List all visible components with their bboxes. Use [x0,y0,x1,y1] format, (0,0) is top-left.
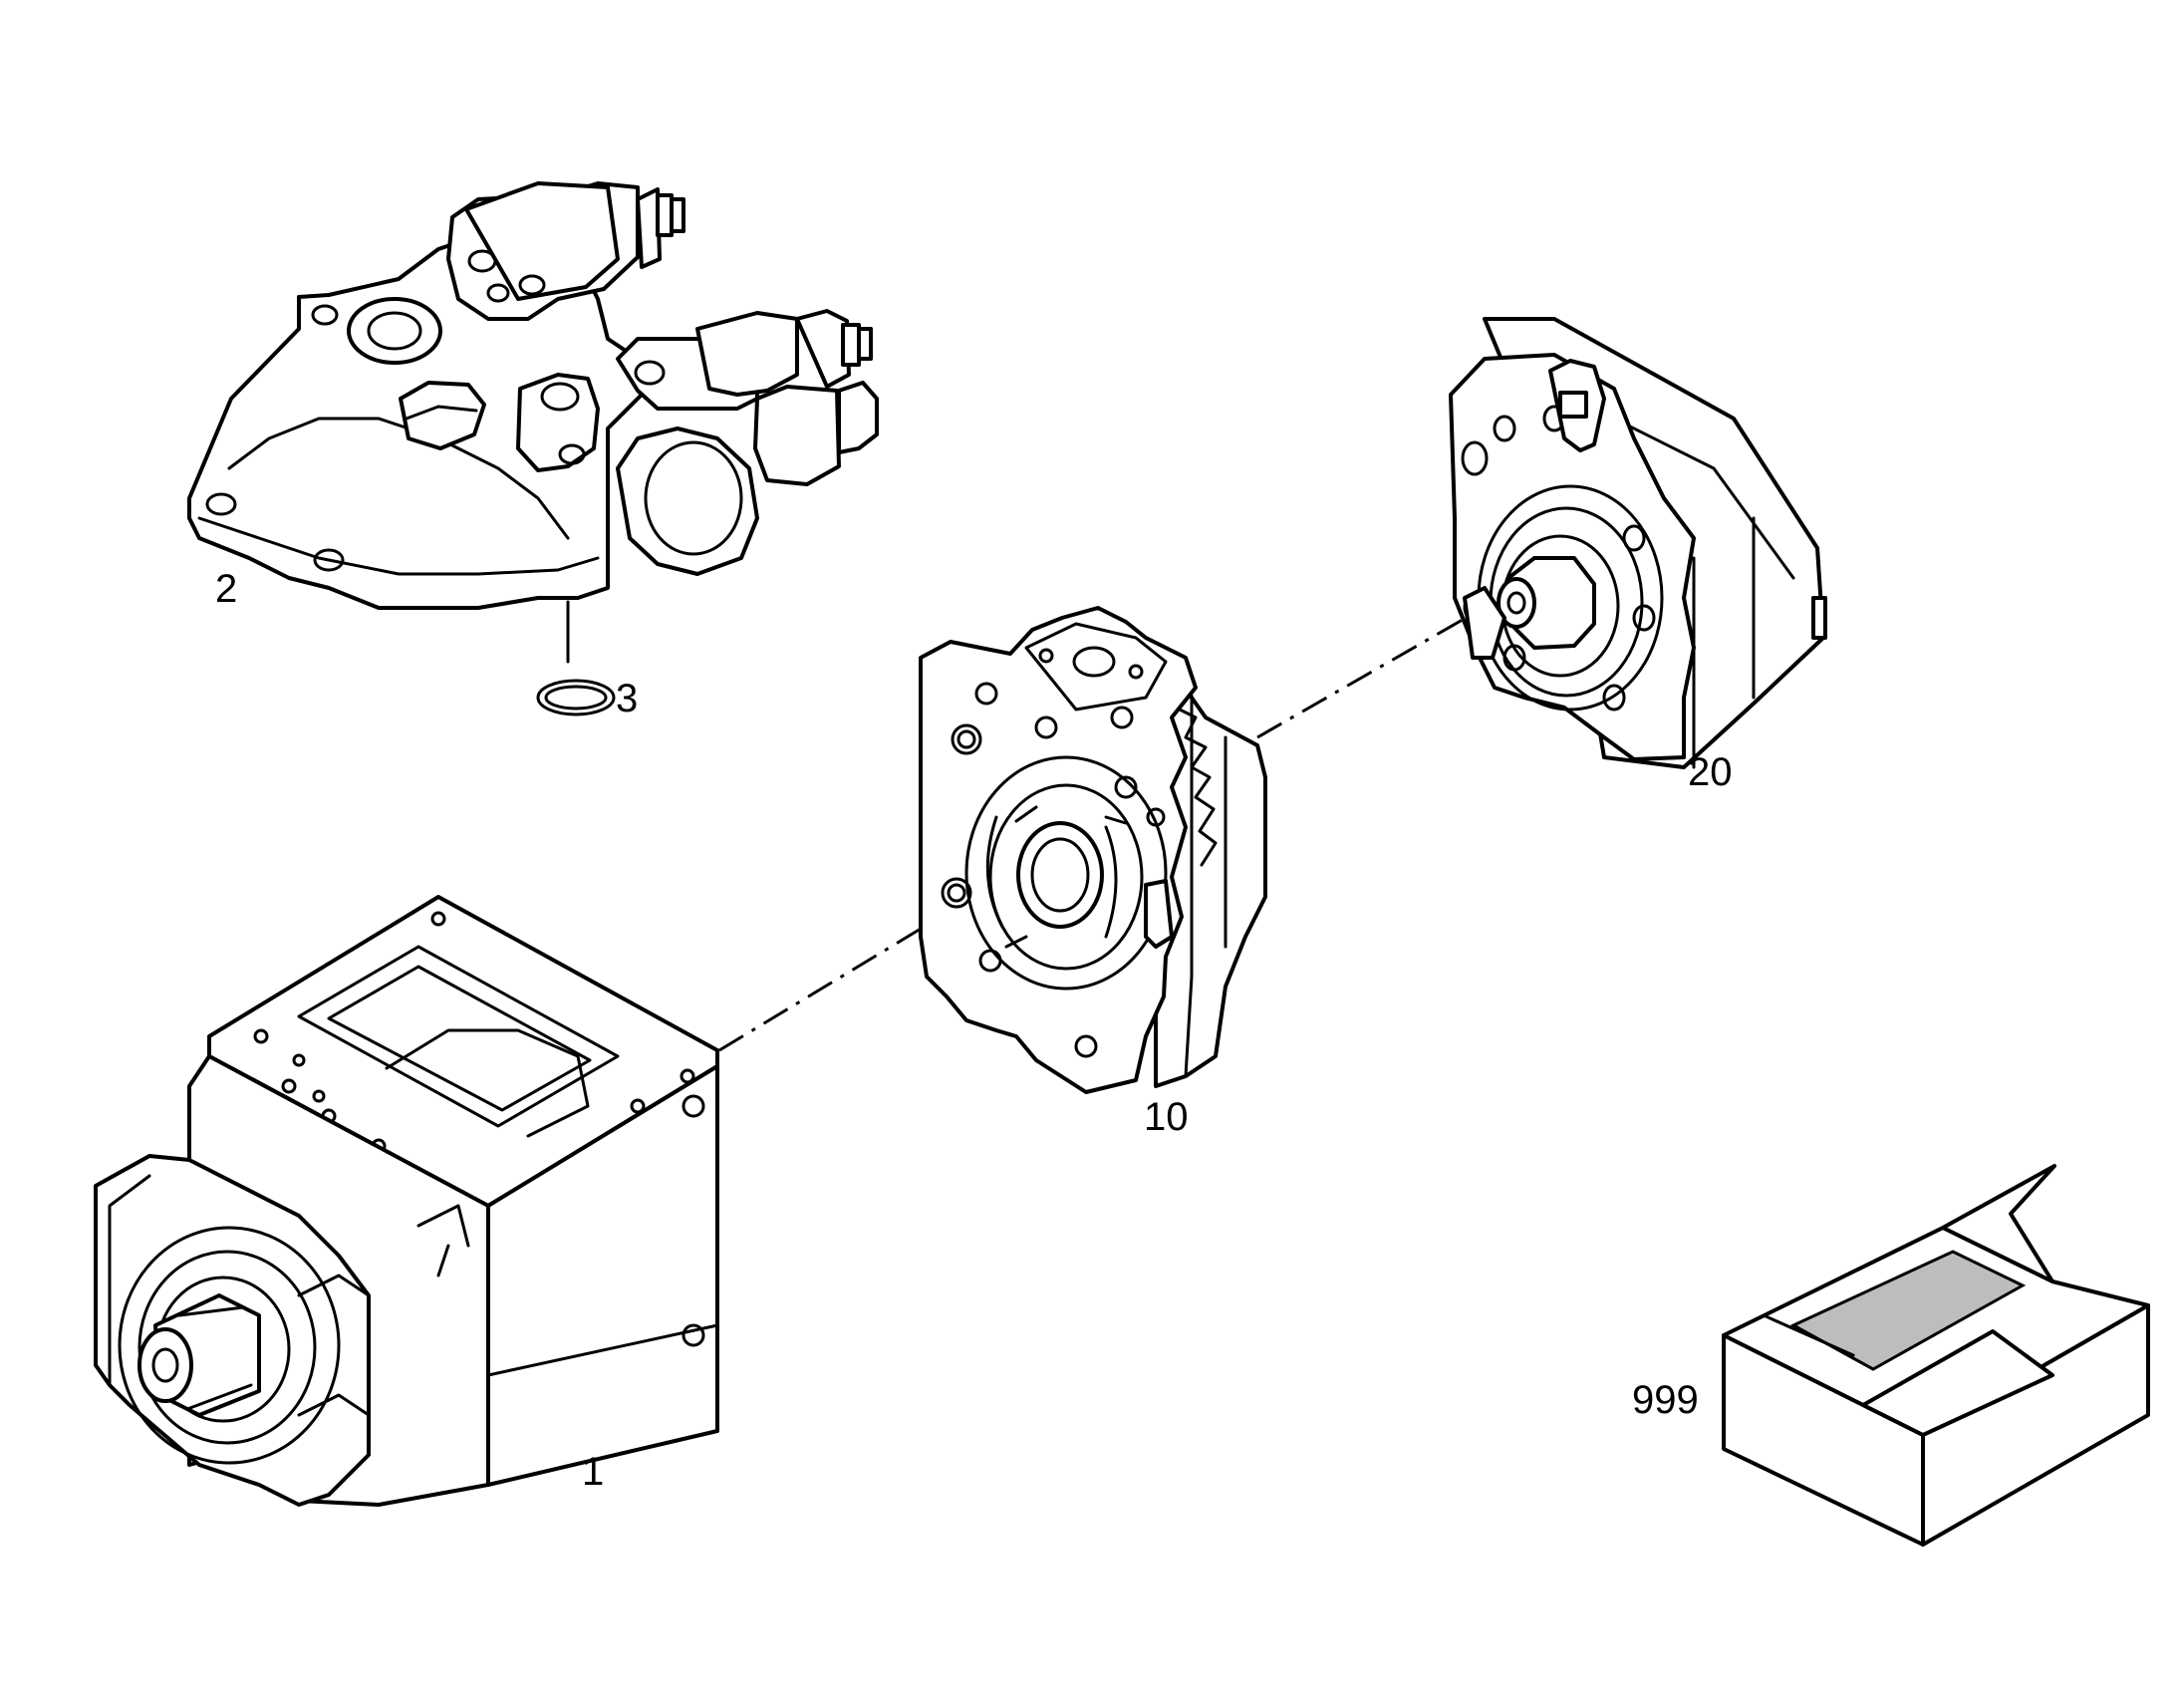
part-10-port-plate[interactable] [919,606,1267,1094]
callout-part-20: 20 [1688,750,1733,794]
callout-part-1: 1 [582,1450,604,1494]
seal-kit-contents [1789,1250,2027,1371]
callout-part-2: 2 [215,567,237,611]
callout-part-10: 10 [1144,1095,1189,1139]
part-20-auxiliary-pump[interactable] [1449,317,1827,769]
part-2-control-valve-housing[interactable] [187,181,879,610]
callout-part-999: 999 [1632,1378,1699,1422]
part-1-pump-housing[interactable] [94,895,719,1507]
alignment-axis-1-10 [718,857,1037,1052]
part-999-seal-kit-box[interactable] [1722,1164,2150,1547]
callout-part-3: 3 [616,677,638,720]
part-3-o-ring[interactable] [536,679,616,716]
